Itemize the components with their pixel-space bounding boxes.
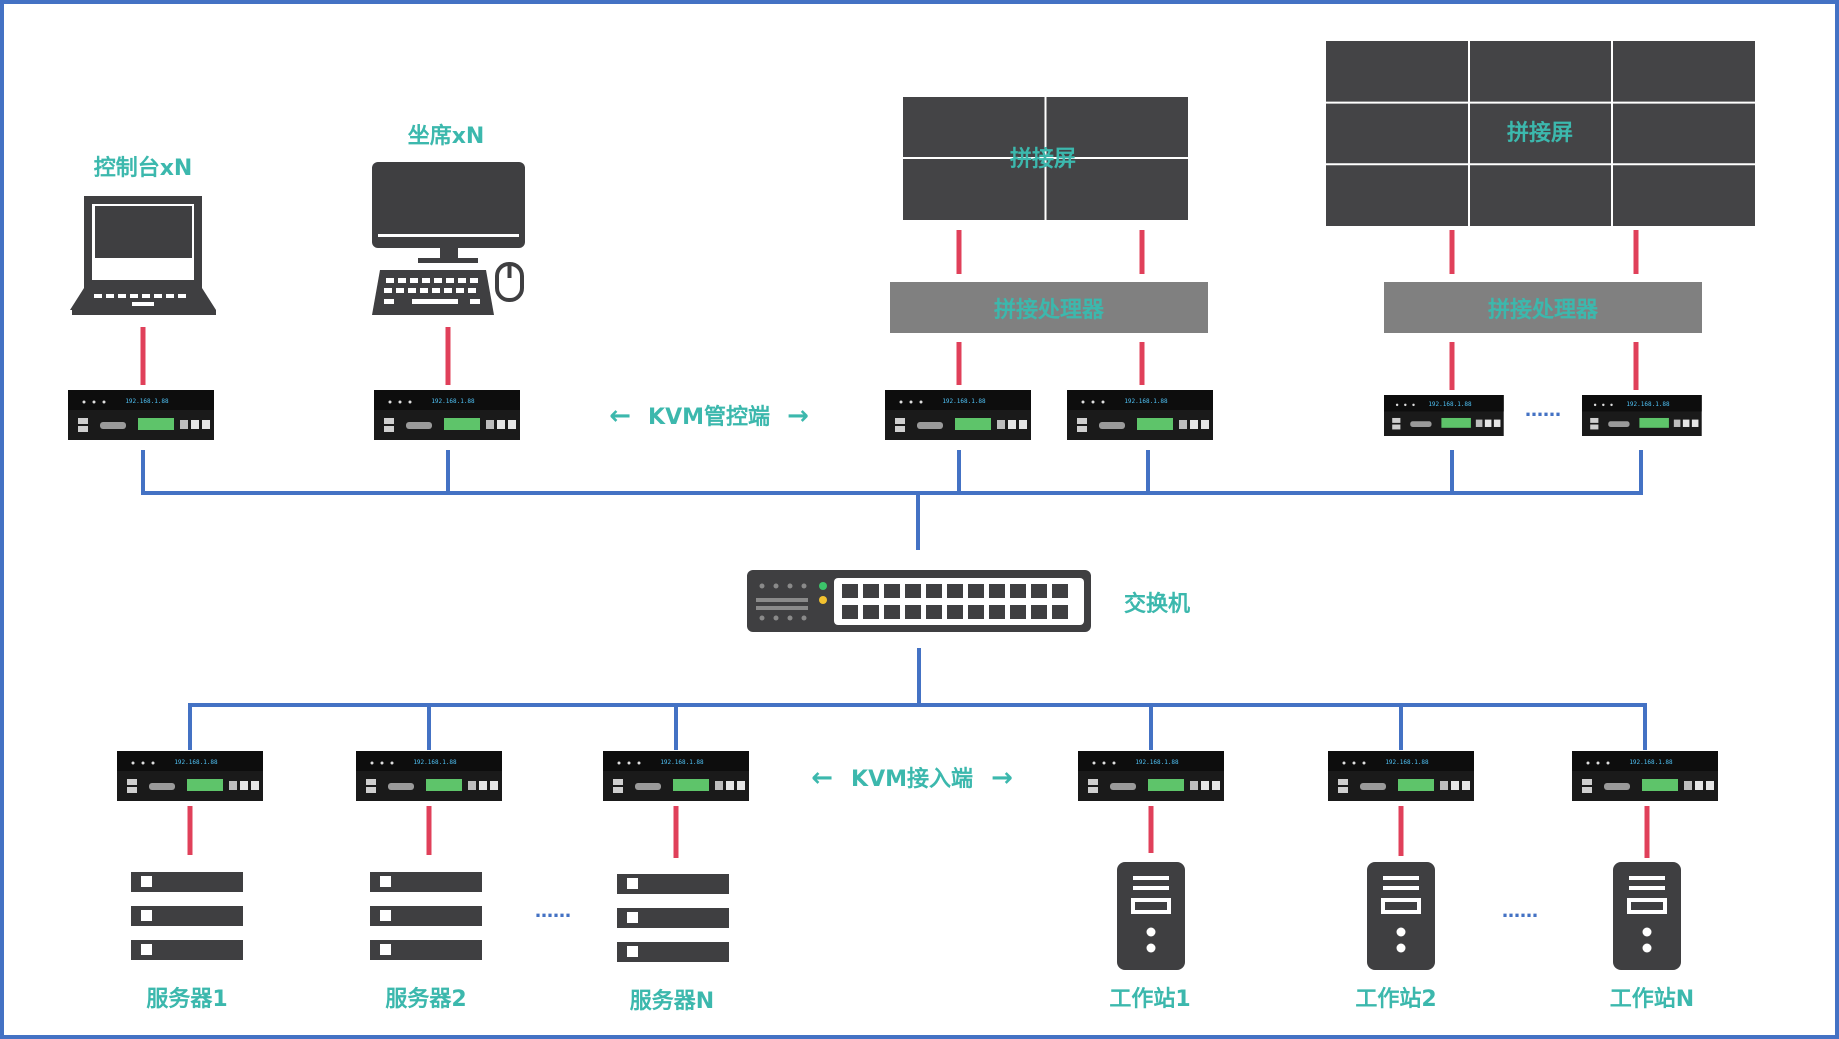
kvm-display-text: 192.168.1.88: [125, 398, 169, 405]
server-n-label: 服务器N: [630, 989, 714, 1014]
video-wall-2x2: [903, 97, 1188, 220]
workstation-icon: [1611, 860, 1683, 972]
kvm-display-text: 192.168.1.88: [1124, 398, 1168, 405]
video-wall-1-label: 拼接屏: [1010, 146, 1076, 172]
kvm-display-text: 192.168.1.88: [660, 759, 704, 766]
console-label: 控制台xN: [94, 155, 193, 181]
workstation-1-label: 工作站1: [1109, 987, 1190, 1012]
video-links-bottom: [187, 806, 1650, 858]
video-wall-3x3: [1326, 41, 1755, 226]
ellipsis-top: ……: [1525, 400, 1561, 421]
network-bus-bottom: [188, 648, 1647, 750]
arrow-left-icon: ←: [811, 763, 833, 793]
server-2-label: 服务器2: [385, 987, 466, 1012]
server-icon: [370, 872, 482, 960]
server-icon: [617, 874, 729, 962]
kvm-display-text: 192.168.1.88: [942, 398, 986, 405]
kvm-display-text: 192.168.1.88: [174, 759, 218, 766]
workstation-2-label: 工作站2: [1355, 987, 1436, 1012]
kvm-display-text: 192.168.1.88: [413, 759, 457, 766]
desktop-computer-icon: [372, 162, 525, 315]
ellipsis-servers: ……: [535, 901, 571, 922]
kvm-display-text: 192.168.1.88: [431, 398, 475, 405]
kvm-display-text: 192.168.1.88: [1629, 759, 1673, 766]
kvm-display-text: 192.168.1.88: [1626, 401, 1670, 408]
workstation-icon: [1365, 860, 1437, 972]
kvm-control-label: KVM管控端: [648, 404, 770, 430]
processor-2-label: 拼接处理器: [1488, 297, 1599, 323]
network-bus-top: [141, 450, 1643, 550]
laptop-icon: [70, 196, 216, 315]
network-switch-icon: [747, 570, 1091, 632]
video-processor-2: [1384, 282, 1702, 333]
kvm-access-label: KVM接入端: [851, 767, 973, 792]
arrow-right-icon: →: [991, 763, 1013, 793]
arrow-left-icon: ←: [609, 401, 631, 431]
processor-1-label: 拼接处理器: [994, 297, 1105, 323]
kvm-display-text: 192.168.1.88: [1135, 759, 1179, 766]
arrow-right-icon: →: [787, 401, 809, 431]
kvm-display-text: 192.168.1.88: [1385, 759, 1429, 766]
ellipsis-workstations: ……: [1502, 901, 1538, 922]
video-links-top: [140, 327, 1639, 390]
server-icon: [131, 872, 243, 960]
switch-label: 交换机: [1124, 591, 1190, 617]
kvm-display-text: 192.168.1.88: [1428, 401, 1472, 408]
workstation-n-label: 工作站N: [1610, 987, 1694, 1012]
video-links-wall-processor: [956, 230, 1639, 274]
seat-label: 坐席xN: [408, 123, 485, 149]
video-wall-2-label: 拼接屏: [1507, 120, 1573, 146]
workstation-icon: [1115, 860, 1187, 972]
video-processor-1: [890, 282, 1208, 333]
server-1-label: 服务器1: [146, 987, 227, 1012]
